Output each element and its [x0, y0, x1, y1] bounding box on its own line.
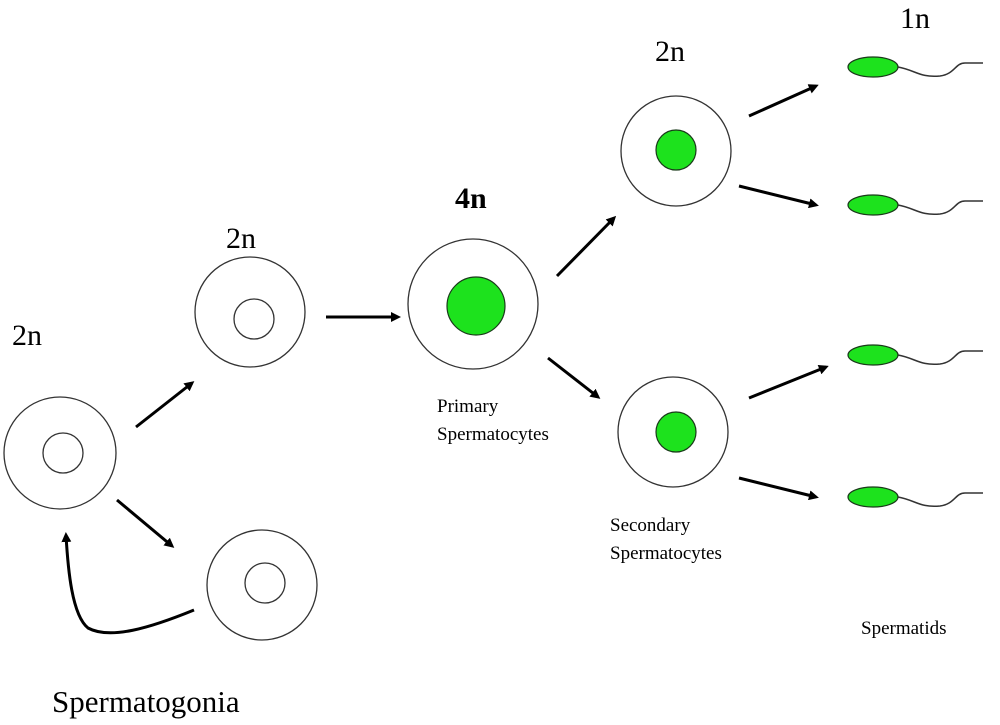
- arrow-to-secondary-bottom: [547, 356, 601, 399]
- ploidy-label-spermatogonia-left: 2n: [12, 319, 42, 352]
- label-spermatids: Spermatids: [861, 618, 947, 639]
- label-secondary-line1: Secondary: [610, 515, 691, 536]
- label-spermatogonia: Spermatogonia: [52, 684, 240, 719]
- arrow-self-renewal: [61, 532, 195, 635]
- ploidy-label-primary: 4n: [455, 182, 487, 215]
- arrow-to-spermatid-3: [748, 364, 829, 400]
- primary-spermatocyte-cell: [407, 238, 539, 370]
- label-primary-line1: Primary: [437, 396, 499, 417]
- spermatid-2: [847, 194, 983, 216]
- label-primary-line2: Spermatocytes: [437, 424, 549, 445]
- arrow-to-secondary-top: [555, 215, 617, 278]
- arrow-to-spermatid-1: [748, 84, 819, 118]
- arrow-to-spermatid-2: [738, 184, 819, 209]
- label-secondary-line2: Spermatocytes: [610, 543, 722, 564]
- ploidy-label-secondary: 2n: [655, 35, 685, 68]
- secondary-spermatocyte-cell-top: [620, 95, 732, 207]
- arrow-to-spermatogonium-top: [135, 381, 195, 429]
- arrow-to-spermatogonium-bottom: [116, 498, 175, 548]
- ploidy-label-spermatids: 1n: [900, 2, 930, 35]
- spermatogonium-cell-top: [194, 256, 306, 368]
- spermatogonium-cell-left: [3, 396, 117, 510]
- spermatid-3: [847, 344, 983, 366]
- spermatid-4: [847, 486, 983, 508]
- spermatogonium-cell-bottom: [206, 529, 318, 641]
- spermatid-1: [847, 56, 983, 78]
- secondary-spermatocyte-cell-bottom: [617, 376, 729, 488]
- arrow-to-spermatid-4: [738, 476, 819, 501]
- ploidy-label-spermatogonia-top: 2n: [226, 222, 256, 255]
